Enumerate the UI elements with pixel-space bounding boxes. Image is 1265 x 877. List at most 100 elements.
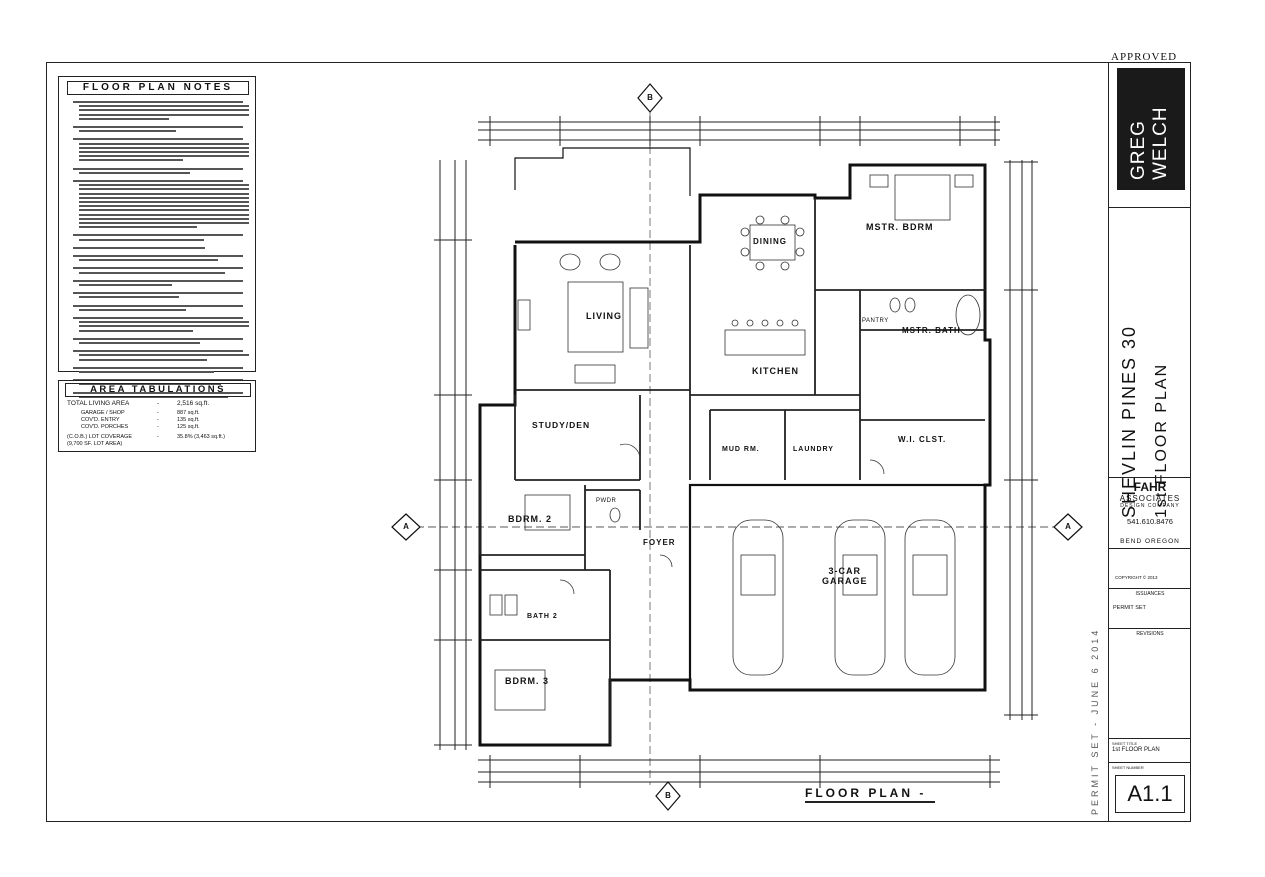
revisions-cell: REVISIONS — [1109, 628, 1191, 738]
note-text-line — [79, 271, 225, 274]
area-row-sep: - — [157, 400, 160, 407]
area-row-value: 135 sq.ft. — [177, 417, 200, 423]
sheet-title-cell: SHEET TITLE 1st FLOOR PLAN — [1109, 738, 1191, 762]
section-marker-left: A — [403, 522, 409, 531]
note-text-line — [79, 217, 249, 220]
sheet-title-label: SHEET TITLE — [1112, 741, 1138, 746]
room-label-bedroom-2: BDRM. 2 — [508, 514, 553, 524]
sheet-number-label: SHEET NUMBER — [1112, 765, 1144, 770]
note-text-line — [79, 113, 249, 116]
firm-line2: ASSOCIATES — [1119, 494, 1181, 503]
area-row-value: 125 sq.ft. — [177, 424, 200, 430]
copyright: COPYRIGHT © 2013 — [1115, 575, 1158, 580]
note-text-line — [73, 246, 205, 249]
note-text-line — [79, 354, 249, 357]
area-row-label: (9,700 SF. LOT AREA) — [67, 441, 123, 447]
area-row-label: GARAGE / SHOP — [81, 410, 125, 416]
note-text-line — [73, 337, 243, 340]
note-text-line — [79, 117, 169, 120]
area-title: AREA TABULATIONS — [65, 383, 251, 397]
note-text-line — [79, 171, 190, 174]
note-text-line — [73, 234, 243, 237]
sheet-number: A1.1 — [1115, 775, 1185, 813]
project-info-cell: COPYRIGHT © 2013 — [1109, 548, 1191, 588]
area-row-label: COV'D. ENTRY — [81, 417, 120, 423]
area-row-value: 2,516 sq.ft. — [177, 400, 210, 407]
note-text-line — [79, 188, 249, 191]
note-text-line — [73, 101, 243, 103]
section-marker-right: A — [1065, 522, 1071, 531]
note-text-line — [73, 126, 243, 128]
note-text-line — [73, 292, 243, 295]
room-label-master-bath: MSTR. BATH — [902, 326, 961, 335]
plan-title: FLOOR PLAN - — [805, 786, 927, 800]
firm-location: BEND OREGON — [1120, 538, 1180, 545]
note-text-line — [79, 142, 249, 145]
floor-plan-drawing: B B A A — [391, 83, 1083, 811]
area-tabulations: AREA TABULATIONS TOTAL LIVING AREA - 2,5… — [58, 380, 256, 452]
sheet-border — [46, 62, 1191, 822]
room-label-bath-2: BATH 2 — [527, 613, 558, 620]
approved-stamp: APPROVED — [1111, 51, 1178, 63]
note-text-line — [79, 226, 197, 229]
sheet-number-cell: SHEET NUMBER A1.1 — [1109, 762, 1191, 822]
note-text-line — [79, 308, 186, 311]
note-text-line — [79, 196, 249, 199]
title-block: APPROVED GREG WELCH SHEVLIN PINES 30 1st… — [1108, 51, 1191, 822]
note-text-line — [79, 321, 249, 324]
note-text-line — [79, 342, 200, 344]
note-text-line — [79, 284, 172, 286]
room-label-study: STUDY/DEN — [532, 420, 591, 430]
area-row-label: TOTAL LIVING AREA — [67, 400, 130, 407]
issuance-item: PERMIT SET — [1113, 605, 1146, 611]
room-label-living: LIVING — [586, 311, 623, 321]
note-text-line — [79, 296, 179, 299]
note-text-line — [79, 213, 249, 216]
note-text-line — [79, 105, 249, 108]
section-marker-top: B — [647, 93, 653, 102]
designer-name-line1: GREG — [1128, 120, 1149, 180]
designer-name-line2: WELCH — [1150, 106, 1171, 180]
designer-stamp: GREG WELCH — [1117, 68, 1185, 190]
note-text-line — [73, 138, 243, 141]
note-text-line — [73, 350, 243, 353]
room-label-foyer: FOYER — [643, 538, 676, 547]
note-text-line — [79, 325, 249, 328]
area-row-sep: - — [157, 434, 159, 440]
note-text-line — [79, 383, 221, 386]
area-row-value: 887 sq.ft. — [177, 410, 200, 416]
plan-title-underline — [805, 801, 935, 803]
note-text-line — [79, 159, 183, 162]
note-text-line — [79, 151, 249, 153]
note-text-line — [79, 192, 249, 195]
room-label-dining: DINING — [753, 237, 787, 246]
notes-title: FLOOR PLAN NOTES — [67, 81, 249, 95]
room-label-bedroom-3: BDRM. 3 — [505, 676, 550, 686]
note-text-line — [79, 184, 249, 187]
note-text-line — [73, 267, 243, 270]
note-text-line — [73, 304, 243, 307]
room-label-powder: PWDR — [596, 498, 617, 504]
room-label-walk-in-closet: W.I. CLST. — [898, 435, 947, 444]
revisions-header: REVISIONS — [1136, 631, 1164, 637]
project-cell: SHEVLIN PINES 30 1st FLOOR PLAN — [1109, 207, 1191, 527]
area-row-label: COV'D. PORCHES — [81, 424, 129, 430]
note-text-line — [79, 238, 204, 241]
note-text-line — [73, 180, 243, 182]
firm-cell: FAHR ASSOCIATES DESIGN COMPANY 541.610.8… — [1109, 477, 1191, 572]
room-label-mud-room: MUD RM. — [722, 446, 760, 453]
note-text-line — [73, 167, 243, 170]
permit-set-side-text: PERMIT SET - JUNE 6 2014 — [1090, 627, 1100, 815]
garage-label-line1: 3-CAR — [828, 566, 862, 576]
section-marker-bottom: B — [665, 791, 671, 800]
sheet-title: 1st FLOOR PLAN — [1112, 747, 1160, 753]
note-text-line — [79, 146, 249, 149]
note-text-line — [79, 371, 214, 373]
note-text-line — [73, 255, 243, 257]
area-row-sep: - — [157, 424, 159, 430]
firm-name: FAHR — [1133, 480, 1167, 494]
note-text-line — [73, 279, 243, 282]
firm-phone: 541.610.8476 — [1127, 517, 1173, 526]
note-text-line — [79, 109, 249, 112]
room-label-garage: 3-CAR GARAGE — [822, 566, 868, 586]
